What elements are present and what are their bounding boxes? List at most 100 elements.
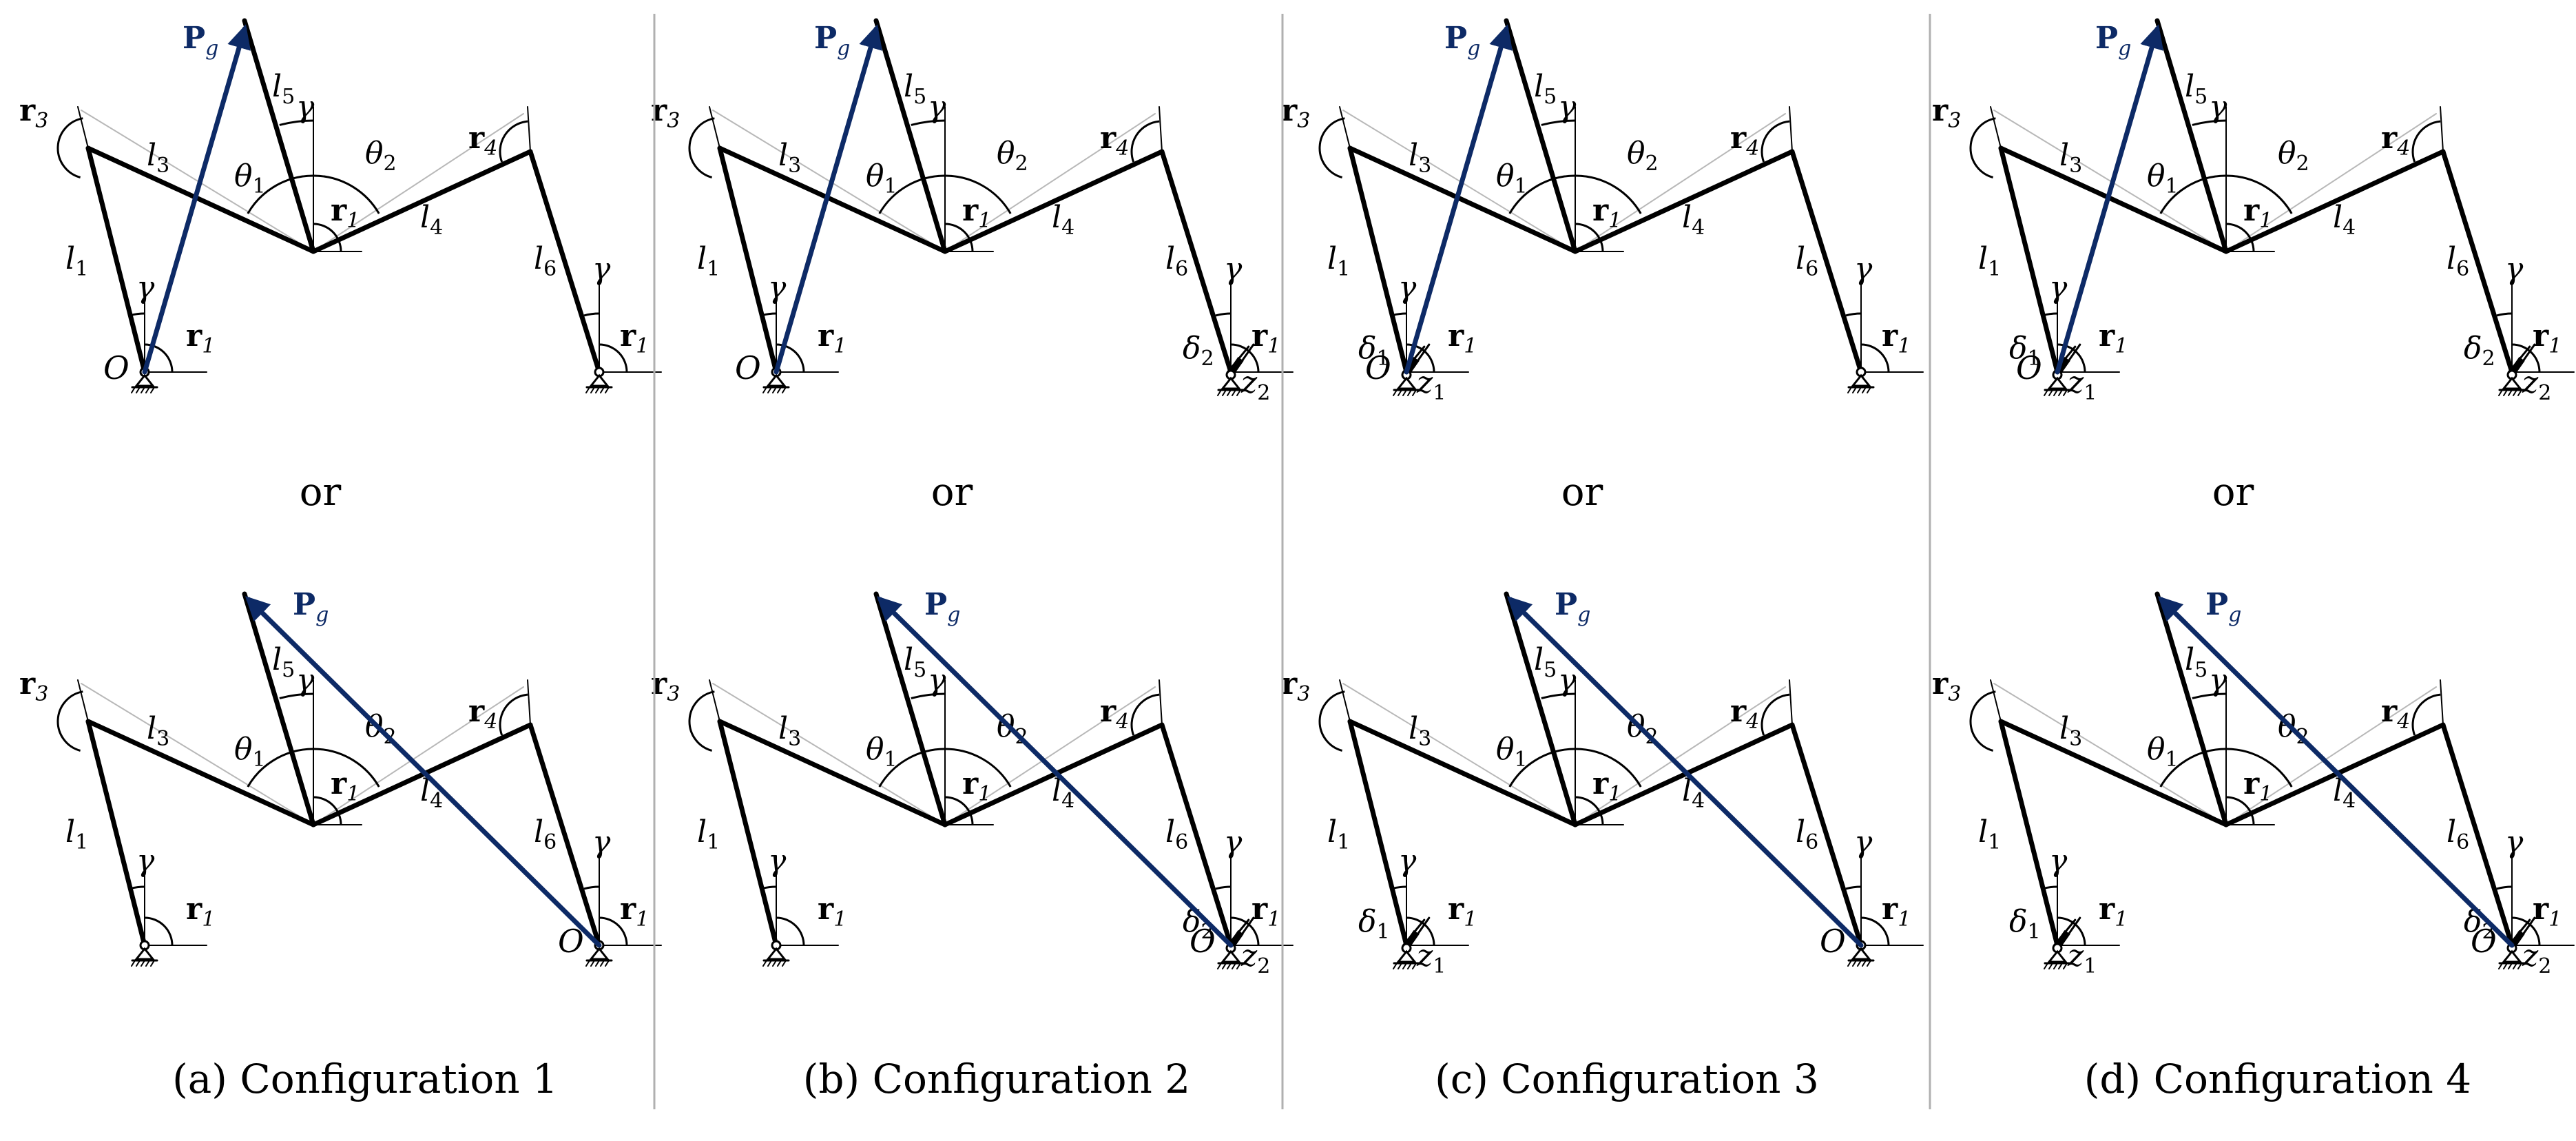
label-theta2-subscript: 2 <box>384 152 397 176</box>
label-theta1-subscript: 1 <box>884 174 897 198</box>
ground-hatch <box>762 960 767 967</box>
label-r1: r1 <box>1251 318 1280 358</box>
label-pg-subscript: g <box>315 603 329 627</box>
label-r1: r1 <box>2099 892 2128 932</box>
label-theta1-subscript: 1 <box>2165 748 2179 772</box>
label-r4-subscript: 4 <box>484 710 497 734</box>
label-l6-subscript: 6 <box>543 830 557 854</box>
label-gamma: γ <box>296 90 315 125</box>
angle-arc-r1 <box>1575 796 1604 825</box>
ground-hatch <box>2048 963 2053 969</box>
label-r1: r1 <box>2243 766 2272 806</box>
label-theta1-subscript: 1 <box>2165 174 2179 198</box>
ground-hatch <box>585 960 590 967</box>
label-gamma: γ <box>928 663 946 698</box>
vector-pg <box>245 596 602 948</box>
label-l3: l3 <box>147 711 169 751</box>
label-l1: l1 <box>1978 814 2001 854</box>
reference-tick <box>1159 106 1163 152</box>
right-slider-support <box>2498 916 2536 969</box>
label-pg-subscript: g <box>205 37 218 61</box>
angle-arc-r3 <box>1969 690 1996 752</box>
left-pin-support <box>131 940 158 967</box>
triangle-support-icon <box>2501 949 2523 963</box>
label-r1: r1 <box>620 318 649 358</box>
label-l5: l5 <box>1534 642 1557 682</box>
ground-hatch <box>762 387 767 393</box>
ground-hatch <box>1862 960 1867 967</box>
label-gamma: γ <box>928 90 946 125</box>
ground-hatch <box>600 960 605 967</box>
label-r1-subscript: 1 <box>2259 782 2272 806</box>
label-z1-subscript: 1 <box>1433 381 1446 405</box>
label-r4-subscript: 4 <box>1745 710 1759 734</box>
label-theta2-subscript: 2 <box>1645 152 1659 176</box>
angle-arc-gamma <box>130 885 145 890</box>
ground-hatch <box>1227 389 1232 396</box>
label-r1-subscript: 1 <box>1267 907 1280 932</box>
angle-arc-r1 <box>144 343 174 373</box>
angle-arc-gamma <box>2043 885 2058 890</box>
label-r1: r1 <box>2243 193 2272 233</box>
label-z1-subscript: 1 <box>1433 954 1446 978</box>
ground-hatch <box>590 960 595 967</box>
triangle-support-icon <box>1395 949 1417 963</box>
label-l6: l6 <box>2447 814 2469 854</box>
label-r1: r1 <box>1448 318 1477 358</box>
label-l6: l6 <box>1796 814 1818 854</box>
ground-hatch <box>136 960 141 967</box>
angle-arc-r3 <box>688 117 715 178</box>
ground-hatch <box>777 960 782 967</box>
label-l4-subscript: 4 <box>430 216 443 240</box>
label-r3-subscript: 3 <box>35 109 48 133</box>
ground-hatch <box>1402 963 1407 969</box>
ground-hatch <box>2044 389 2048 396</box>
reference-tick <box>527 679 531 726</box>
panel-caption: (d) Configuration 4 <box>2084 1056 2471 1102</box>
triangle-support-icon <box>2501 376 2523 390</box>
angle-arc-gamma <box>1392 312 1407 316</box>
construction-line <box>1993 110 2227 252</box>
label-l6-subscript: 6 <box>1175 830 1188 854</box>
label-l1: l1 <box>1978 241 2001 281</box>
construction-line <box>1575 686 1786 825</box>
label-l6-subscript: 6 <box>2456 257 2469 281</box>
label-r1-subscript: 1 <box>833 334 846 358</box>
label-r3-subscript: 3 <box>667 682 680 706</box>
link-l3 <box>1998 719 2229 828</box>
link-l5 <box>2154 18 2229 254</box>
construction-line <box>1342 683 1576 825</box>
label-r1-subscript: 1 <box>1608 782 1621 806</box>
label-l5-subscript: 5 <box>2194 85 2208 109</box>
angle-arc-r4 <box>2411 120 2441 163</box>
label-z2-subscript: 2 <box>1257 954 1270 978</box>
label-gamma: γ <box>1558 90 1577 125</box>
label-r1-subscript: 1 <box>636 907 649 932</box>
label-r1-subscript: 1 <box>1608 209 1621 233</box>
label-theta2: θ2 <box>997 136 1028 176</box>
angle-arc-gamma <box>911 119 946 126</box>
label-l6: l6 <box>2447 241 2469 281</box>
label-gamma: γ <box>296 663 315 698</box>
slider-block-icon <box>1404 930 1420 947</box>
label-delta1: δ1 <box>1358 904 1390 944</box>
label-l3-subscript: 3 <box>788 727 801 751</box>
label-delta1-subscript: 1 <box>1377 920 1390 944</box>
label-r1: r1 <box>2533 318 2562 358</box>
reference-tick <box>1339 679 1351 722</box>
angle-arc-r1 <box>1406 343 1435 373</box>
ground-hatch <box>131 960 136 967</box>
label-l3: l3 <box>1409 138 1431 178</box>
angle-arc-gamma <box>2496 312 2513 317</box>
link-l5 <box>242 591 316 828</box>
link-l6 <box>1789 722 1864 948</box>
label-r1-subscript: 1 <box>346 209 360 233</box>
label-r3-subscript: 3 <box>1948 682 1961 706</box>
link-l6 <box>1159 149 1234 375</box>
label-l4-subscript: 4 <box>1061 216 1074 240</box>
ground-hatch <box>1867 387 1871 393</box>
label-r4: r4 <box>2381 694 2410 734</box>
label-l3-subscript: 3 <box>1418 727 1431 751</box>
